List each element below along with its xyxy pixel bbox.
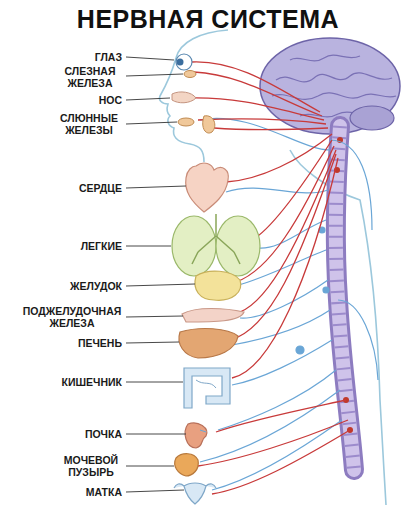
leader-lines xyxy=(126,382,183,383)
lungs xyxy=(216,216,260,276)
nose xyxy=(172,92,196,103)
pancreas xyxy=(182,309,244,323)
salivary-glands xyxy=(178,118,194,126)
leader-lines xyxy=(126,284,195,286)
salivary-glands xyxy=(203,116,215,133)
sympathetic-nerves xyxy=(296,346,304,354)
organ-label: СЛЕЗНАЯ ЖЕЛЕЗА xyxy=(58,65,122,89)
sympathetic-nerves xyxy=(258,220,326,248)
uterus xyxy=(174,483,216,504)
leader-lines xyxy=(126,490,184,492)
parasympathetic-nerves xyxy=(214,128,328,130)
organ-label: ЖЕЛУДОК xyxy=(70,280,122,292)
organ-label: ГЛАЗ xyxy=(95,51,122,63)
lungs xyxy=(172,216,216,276)
heart xyxy=(186,163,229,212)
leader-lines xyxy=(126,246,171,247)
kidney xyxy=(185,423,207,448)
organ-label: ПЕЧЕНЬ xyxy=(78,337,122,349)
leader-lines xyxy=(126,186,186,188)
sympathetic-nerves xyxy=(240,280,328,318)
liver xyxy=(179,329,238,358)
sympathetic-nerves xyxy=(218,370,336,430)
parasympathetic-nerves xyxy=(212,430,350,494)
lacrimal-gland xyxy=(184,71,196,78)
liver xyxy=(179,329,238,358)
leader-lines xyxy=(126,57,195,492)
leader-lines xyxy=(126,466,174,467)
spinal-cord xyxy=(336,126,354,470)
spinal-cord xyxy=(336,126,354,470)
organ-label: МАТКА xyxy=(86,486,122,498)
nose xyxy=(172,92,196,103)
organ-label: КИШЕЧНИК xyxy=(62,376,122,388)
stomach xyxy=(195,271,241,300)
spinal-cord xyxy=(334,126,354,470)
heart xyxy=(186,163,229,212)
kidney xyxy=(185,423,207,448)
stomach xyxy=(195,271,241,300)
spinal-cord xyxy=(336,126,354,470)
uterus xyxy=(174,483,216,504)
parasympathetic-nerves xyxy=(198,420,348,466)
lungs xyxy=(192,214,240,264)
sympathetic-nerves xyxy=(330,140,378,380)
brain xyxy=(350,106,394,130)
diagram-title: НЕРВНАЯ СИСТЕМА xyxy=(0,5,416,34)
parasympathetic-nerves xyxy=(198,119,326,124)
organ-label: СЕРДЦЕ xyxy=(79,182,122,194)
body-outline xyxy=(159,30,228,162)
intestine xyxy=(196,380,216,388)
leader-lines xyxy=(126,74,183,76)
sympathetic-nerves xyxy=(200,118,330,150)
organ-label: МОЧЕВОЙ ПУЗЫРЬ xyxy=(60,454,122,478)
leader-lines xyxy=(126,57,174,60)
leader-lines xyxy=(126,342,179,343)
organ-label: НОС xyxy=(99,94,122,106)
eye xyxy=(176,54,192,70)
leader-lines xyxy=(126,434,186,435)
pancreas xyxy=(182,309,244,323)
parasympathetic-nerves xyxy=(186,62,350,494)
organ-label: СЛЮННЫЕ ЖЕЛЕЗЫ xyxy=(56,112,122,136)
intestine xyxy=(184,368,230,408)
bladder xyxy=(175,454,199,476)
leader-lines xyxy=(126,98,170,100)
lungs xyxy=(172,214,260,276)
kidney xyxy=(200,430,206,432)
eye xyxy=(176,54,192,70)
sympathetic-nerves xyxy=(323,287,329,293)
lacrimal-gland xyxy=(184,71,196,78)
salivary-glands xyxy=(178,116,215,133)
parasympathetic-nerves xyxy=(194,72,322,116)
leader-lines xyxy=(126,316,183,317)
organ-label: ПОДЖЕЛУДОЧНАЯ ЖЕЛЕЗА xyxy=(22,305,122,329)
organ-label: ПОЧКА xyxy=(85,428,122,440)
intestine xyxy=(184,368,230,408)
organ-label: ЛЕГКИЕ xyxy=(81,240,122,252)
parasympathetic-nerves xyxy=(226,134,332,182)
bladder xyxy=(175,454,199,476)
sympathetic-nerves xyxy=(232,340,332,385)
parasympathetic-nerves xyxy=(216,400,346,432)
leader-lines xyxy=(126,122,177,124)
eye xyxy=(177,59,184,66)
